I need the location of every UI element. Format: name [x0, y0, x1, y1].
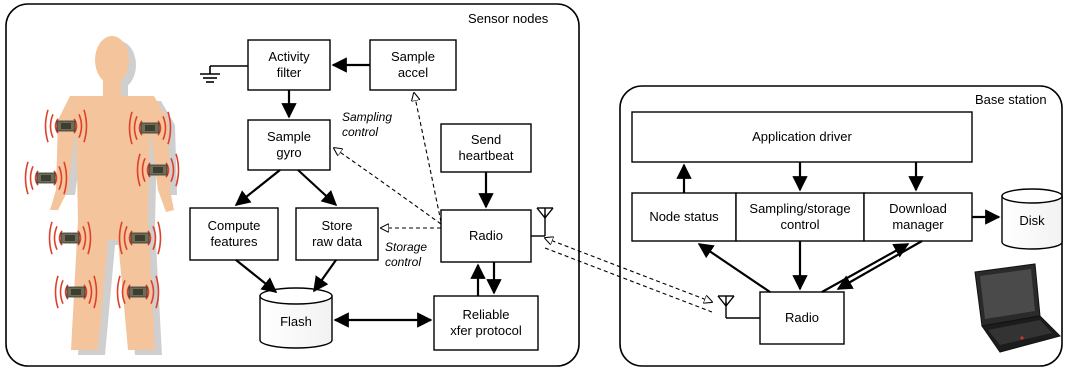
sensor-node-icon [128, 111, 172, 145]
store-raw-data-label: Store raw data [312, 218, 362, 249]
flash-label: Flash [280, 314, 312, 329]
application-driver-label: Application driver [752, 129, 852, 144]
antenna-icon [717, 295, 760, 319]
download-manager-label: Download manager [889, 201, 947, 232]
reliable-xfer-box [433, 295, 539, 351]
storage-control-note: Storage control [385, 240, 428, 269]
sensor-nodes-title: Sensor nodes [468, 11, 549, 26]
sensor-node-icon [54, 275, 98, 309]
sampling-storage-control-label: Sampling/storage control [749, 201, 851, 232]
reliable-xfer-label: Reliable xfer protocol [450, 307, 522, 338]
download-manager-box [863, 192, 973, 242]
sensor-nodes-on-body [24, 109, 180, 309]
sample-gyro-box [247, 119, 331, 171]
activity-filter-label: Activity filter [268, 49, 310, 80]
sample-accel-label: Sample accel [390, 49, 436, 80]
compute-features-label: Compute features [207, 218, 261, 249]
sensor-node-icon [118, 221, 162, 255]
laptop-icon [974, 263, 1061, 353]
radio-sensor-box [440, 209, 532, 263]
sensor-node-icon [116, 275, 160, 309]
sample-accel-box [369, 39, 457, 91]
base-station-title: Base station [975, 92, 1047, 107]
disk-label: Disk [1019, 213, 1045, 228]
send-heartbeat-label: Send heartbeat [458, 132, 514, 163]
store-raw-data-box [295, 207, 379, 261]
sensor-node-icon [24, 161, 68, 195]
node-status-box [631, 192, 737, 242]
radio-base-box [759, 291, 845, 345]
ground-symbol-icon [200, 65, 248, 83]
compute-features-box [189, 207, 279, 261]
radio-sensor-label: Radio [469, 228, 503, 243]
sensor-node-icon [48, 221, 92, 255]
application-driver-box [631, 111, 973, 163]
node-status-label: Node status [649, 209, 719, 224]
sensor-node-icon [136, 153, 180, 187]
send-heartbeat-box [440, 123, 532, 173]
sampling-control-note: Sampling control [342, 110, 393, 139]
sensor-node-icon [44, 109, 88, 143]
database-cylinder-icon [1001, 188, 1063, 250]
radio-base-label: Radio [785, 310, 819, 325]
antenna-icon [531, 207, 554, 237]
sample-gyro-label: Sample gyro [266, 129, 312, 160]
